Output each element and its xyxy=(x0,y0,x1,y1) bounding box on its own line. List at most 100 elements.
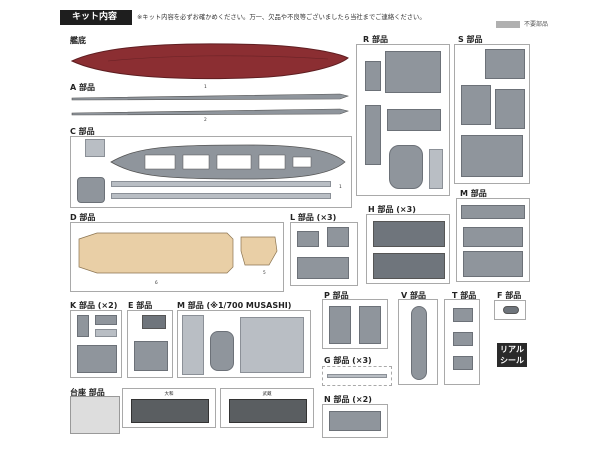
l-parts-frame xyxy=(290,222,358,286)
l-part-turret-group xyxy=(297,257,349,279)
d-part-5-wood-deck xyxy=(240,236,278,266)
t-parts-label: T 部品 xyxy=(452,291,477,300)
v-part-hull xyxy=(411,306,427,380)
m-part-turret-row xyxy=(461,205,525,219)
h-parts-frame xyxy=(366,214,450,284)
r-parts-label: R 部品 xyxy=(363,35,388,44)
t-parts-frame xyxy=(444,299,480,385)
k-part-right-mid xyxy=(95,329,117,337)
c-part-runner-strip-bottom xyxy=(111,193,331,199)
s-part-bottom-group xyxy=(461,135,523,177)
p-parts-label: P 部品 xyxy=(324,291,349,300)
m-musashi-parts-frame xyxy=(177,310,311,378)
s-parts-frame xyxy=(454,44,530,184)
a-part-number-1: 1 xyxy=(204,85,207,90)
p-parts-frame xyxy=(322,299,388,349)
kit-contents-title: キット内容 xyxy=(60,10,132,25)
t-part-middle xyxy=(453,332,473,346)
l-part-turret-2 xyxy=(327,227,349,247)
v-parts-label: V 部品 xyxy=(401,291,426,300)
l-part-turret-1 xyxy=(297,231,319,247)
real-seal-label: リアル シール xyxy=(497,343,527,367)
m-parts-frame xyxy=(456,198,530,282)
hull-bottom-label: 艦底 xyxy=(70,36,86,45)
hull-bottom-part xyxy=(70,43,349,80)
m-musashi-part-left xyxy=(182,315,204,375)
g-parts-frame xyxy=(322,366,392,386)
stand-1-frame: 大和 xyxy=(122,388,216,428)
m-musashi-part-right-group xyxy=(240,317,304,373)
e-part-block xyxy=(142,315,166,329)
a-part-number-2: 2 xyxy=(204,118,207,123)
c-part-small-block xyxy=(85,139,105,157)
g-part-strip xyxy=(327,374,387,378)
c-part-number-1: 1 xyxy=(339,185,342,190)
r-part-left-column xyxy=(365,105,381,165)
real-seal-line-2: シール xyxy=(500,356,524,365)
n-parts-frame xyxy=(322,404,388,438)
m-musashi-parts-label: M 部品 (※1/700 MUSASHI) xyxy=(177,301,292,310)
d-part-number-5: 5 xyxy=(263,271,266,276)
r-part-funnel xyxy=(389,145,423,189)
s-part-tripod xyxy=(485,49,525,79)
c-part-runner-strip-top xyxy=(111,181,331,187)
c-parts-frame: 1 xyxy=(70,136,352,208)
r-part-right-column xyxy=(429,149,443,189)
r-parts-frame xyxy=(356,44,450,196)
r-part-superstructure xyxy=(385,51,441,93)
e-part-rods xyxy=(134,341,168,371)
m-part-turret-row-2 xyxy=(463,227,523,247)
l-parts-label: L 部品 (×3) xyxy=(290,213,337,222)
s-parts-label: S 部品 xyxy=(458,35,483,44)
c-part-main-deck xyxy=(110,144,346,180)
k-parts-frame xyxy=(70,310,122,378)
k-parts-label: K 部品 (×2) xyxy=(70,301,118,310)
d-parts-frame: 6 5 xyxy=(70,222,284,292)
p-part-left xyxy=(329,306,351,344)
unused-parts-label: 不要部品 xyxy=(524,21,549,28)
h-parts-label: H 部品 (×3) xyxy=(368,205,416,214)
unused-parts-swatch xyxy=(496,21,520,28)
m-part-turret-row-3 xyxy=(463,251,523,277)
c-part-turret-group xyxy=(77,177,105,203)
kit-contents-note: ※キット内容を必ずお確かめください。万一、欠品や不良等ございましたら当社までご連… xyxy=(137,14,426,21)
a-parts-label: A 部品 xyxy=(70,83,95,92)
stand-2-plate xyxy=(229,399,307,423)
real-seal-line-1: リアル xyxy=(500,345,524,354)
g-parts-label: G 部品 (×3) xyxy=(324,356,372,365)
k-part-bottom-group xyxy=(77,345,117,373)
k-part-right-top xyxy=(95,315,117,325)
t-part-bottom xyxy=(453,356,473,370)
e-parts-frame xyxy=(127,310,173,378)
d-part-6-wood-deck xyxy=(78,232,234,274)
k-part-left-column xyxy=(77,315,89,337)
d-parts-label: D 部品 xyxy=(70,213,96,222)
a-parts-hull-sides xyxy=(71,93,350,116)
r-part-deck-piece xyxy=(387,109,441,131)
n-part-group xyxy=(329,411,381,431)
stand-2-label: 武蔵 xyxy=(262,392,272,397)
d-part-number-6: 6 xyxy=(155,281,158,286)
stand-parts-unused-frame xyxy=(70,396,120,434)
t-part-top xyxy=(453,308,473,322)
unused-parts-legend: 不要部品 xyxy=(496,19,548,28)
v-parts-frame xyxy=(398,299,438,385)
s-part-left-group xyxy=(461,85,491,125)
n-parts-label: N 部品 (×2) xyxy=(324,395,372,404)
stand-parts-label: 台座 部品 xyxy=(70,388,105,397)
c-parts-label: C 部品 xyxy=(70,127,95,136)
f-parts-frame xyxy=(494,300,526,320)
stand-1-plate xyxy=(131,399,209,423)
e-parts-label: E 部品 xyxy=(128,301,153,310)
h-part-guns-row xyxy=(373,221,445,247)
f-parts-label: F 部品 xyxy=(497,291,522,300)
h-part-guns-row-2 xyxy=(373,253,445,279)
stand-2-frame: 武蔵 xyxy=(220,388,314,428)
p-part-right xyxy=(359,306,381,344)
stand-1-label: 大和 xyxy=(164,392,174,397)
m-musashi-part-bridge xyxy=(210,331,234,371)
s-part-right-group xyxy=(495,89,525,129)
f-part xyxy=(503,306,519,314)
r-part-left-piece xyxy=(365,61,381,91)
m-parts-label: M 部品 xyxy=(460,189,487,198)
